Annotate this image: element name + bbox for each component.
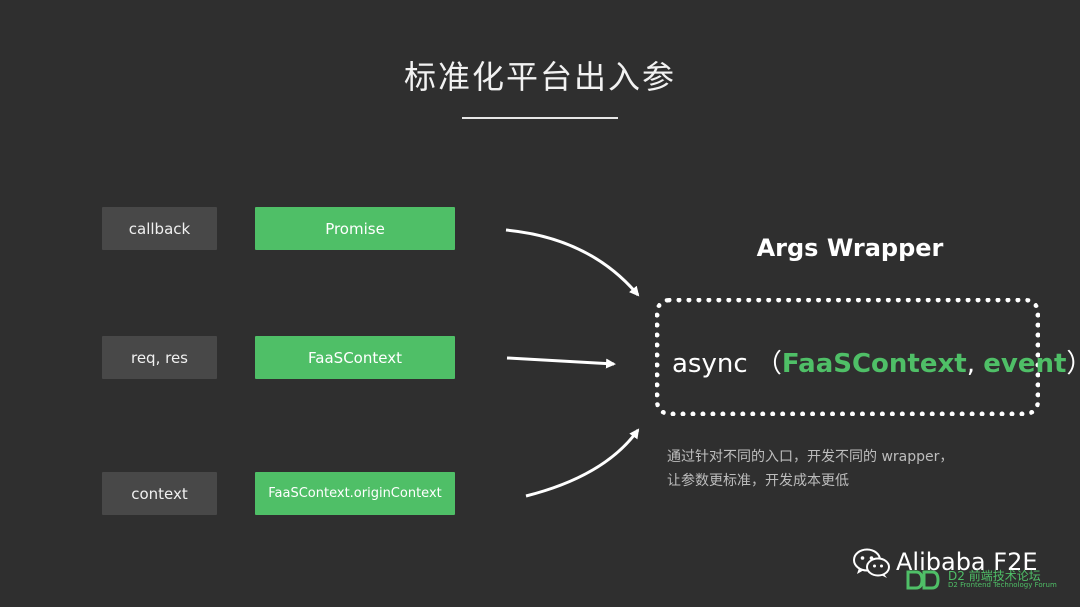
arrow-icon — [505, 228, 640, 297]
function-signature: async （FaaSContext, event） — [672, 343, 1080, 380]
output-label-origin-context: FaaSContext.originContext — [255, 472, 455, 515]
arrow-icon — [525, 428, 640, 498]
d2-forum-name-cn: D2 前端技术论坛 — [948, 569, 1041, 583]
input-label-req-res: req, res — [102, 336, 217, 379]
title-underline — [462, 117, 618, 119]
sig-arg-event: event — [983, 349, 1067, 379]
wrapper-title: Args Wrapper — [756, 234, 944, 262]
sig-comma: , — [966, 349, 975, 379]
sig-arg-faascontext: FaaSContext — [781, 349, 967, 379]
wrapper-box — [655, 298, 1040, 416]
sig-open-paren: （ — [755, 349, 782, 379]
wechat-icon — [853, 548, 890, 578]
arrow-icon — [506, 356, 616, 369]
sig-async: async — [672, 349, 748, 379]
input-label-context: context — [102, 472, 217, 515]
output-label-faascontext: FaaSContext — [255, 336, 455, 379]
sig-close-paren: ） — [1066, 349, 1080, 379]
page-title: 标准化平台出入参 — [403, 58, 676, 96]
d2-logo-icon — [906, 570, 940, 590]
description-line-2: 让参数更标准，开发成本更低 — [667, 473, 849, 489]
description: 通过针对不同的入口，开发不同的 wrapper， 让参数更标准，开发成本更低 — [667, 445, 1027, 493]
output-label-promise: Promise — [255, 207, 455, 250]
input-label-callback: callback — [102, 207, 217, 250]
footer-brand: Alibaba F2E D2 前端技术论坛 D2 Frontend Techno… — [850, 545, 1075, 595]
description-line-1: 通过针对不同的入口，开发不同的 wrapper， — [667, 449, 954, 465]
d2-forum-name-en: D2 Frontend Technology Forum — [948, 581, 1057, 589]
